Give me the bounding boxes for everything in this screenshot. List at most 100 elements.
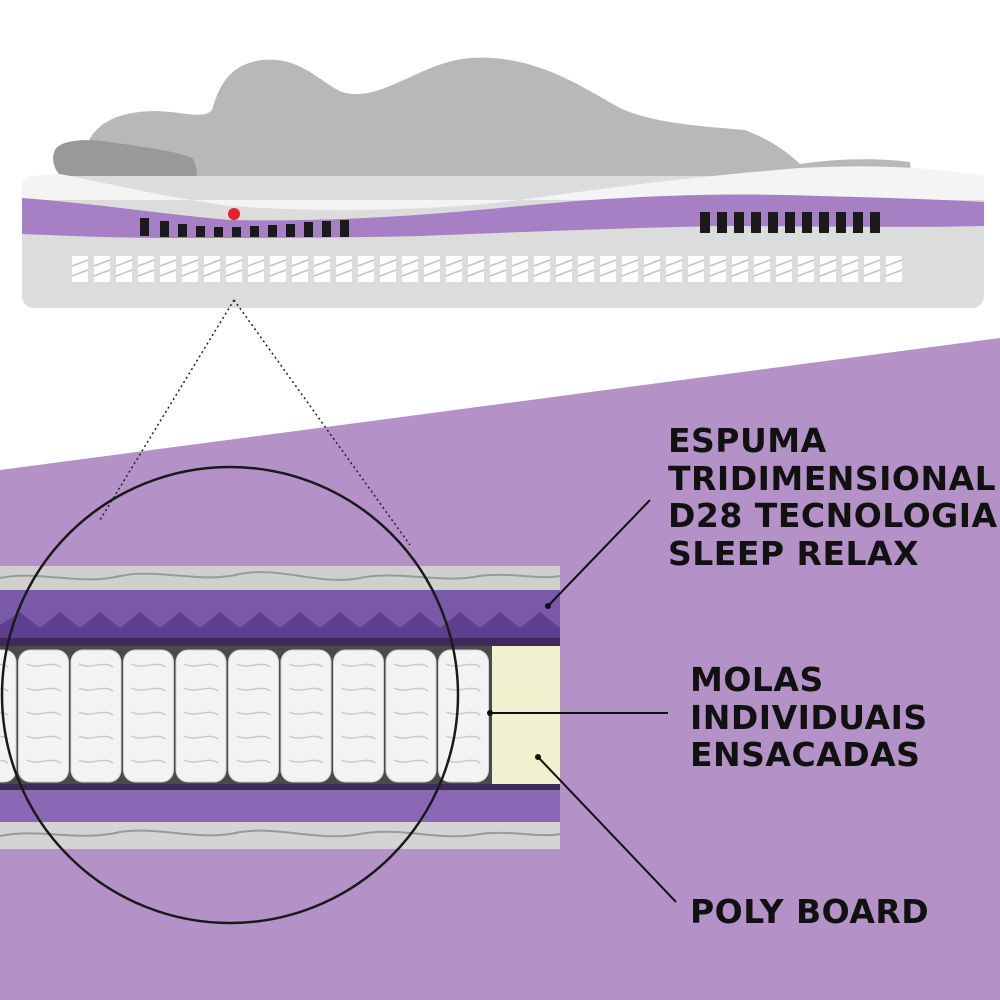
label-molas-line-3: ENSACADAS xyxy=(690,735,921,774)
pressure-point-dot xyxy=(228,208,240,220)
spring-coil-line xyxy=(335,259,353,277)
pocket-spring-fold xyxy=(26,687,61,692)
spring-coil-line xyxy=(137,259,155,277)
spring-coil-line xyxy=(863,259,881,277)
spring-coil-line xyxy=(577,259,595,277)
spring-coil-line xyxy=(71,259,89,277)
spring-cell xyxy=(798,256,814,282)
pocket-spring-fold xyxy=(393,735,429,740)
pocket-spring-fold xyxy=(341,663,376,668)
pocket-spring-fold xyxy=(78,735,114,740)
spring-coil-line xyxy=(291,259,309,277)
spring-coil-line xyxy=(709,259,727,277)
spring-cell xyxy=(776,256,792,282)
spring-cell xyxy=(622,256,638,282)
magnifier-circle xyxy=(0,465,460,925)
pocket-spring-fold xyxy=(288,759,324,764)
cross-section xyxy=(0,566,560,849)
pocket-spring-fold xyxy=(131,663,166,668)
spring-coil-line xyxy=(621,259,639,277)
mattress-purple-layer xyxy=(22,194,984,238)
spring-coil-line xyxy=(841,259,859,277)
spring-cell xyxy=(336,256,352,282)
foam-profile xyxy=(0,612,560,640)
spring-cell xyxy=(578,256,594,282)
spring-coil-line xyxy=(775,259,793,277)
pocket-spring-fold xyxy=(288,735,324,740)
pocket-spring-fold xyxy=(26,711,61,716)
spring-coil-line xyxy=(885,259,903,277)
label-molas-line-2: INDIVIDUAIS xyxy=(690,697,928,737)
spring-coil-line xyxy=(797,259,815,277)
pocket-spring-fold xyxy=(0,663,9,668)
pocket-spring-fold xyxy=(0,711,9,716)
spring-cell xyxy=(424,256,440,282)
spring-cell xyxy=(490,256,506,282)
spring-coil-line xyxy=(357,259,375,277)
pocket-spring-fold xyxy=(26,663,61,668)
pocket-spring-fold xyxy=(446,663,481,668)
spring-coil-line xyxy=(731,259,749,277)
spring-coil-line xyxy=(819,259,837,277)
pocket-spring-fold xyxy=(183,759,219,764)
spring-cell xyxy=(842,256,858,282)
pocket-spring-fold xyxy=(183,711,219,716)
pocket-spring-fold xyxy=(393,663,429,668)
label-poly-board: POLY BOARD xyxy=(690,893,929,930)
zoom-lines xyxy=(99,299,411,546)
pocket-spring-fold xyxy=(131,759,166,764)
pocket-spring-fold xyxy=(288,687,324,692)
spring-coil-line xyxy=(511,259,529,277)
spring-cell xyxy=(358,256,374,282)
spring-coil-line xyxy=(181,259,199,277)
spring-cell xyxy=(270,256,286,282)
pocket-spring xyxy=(438,649,489,783)
pocket-spring xyxy=(123,649,174,783)
spring-cell xyxy=(380,256,396,282)
spring-cell xyxy=(754,256,770,282)
pocket-spring-fold xyxy=(446,687,481,692)
spring-cell xyxy=(204,256,220,282)
spring-coil-line xyxy=(115,259,133,277)
pocket-spring-fold xyxy=(0,759,9,764)
pocket-spring-fold xyxy=(236,735,271,740)
pocket-spring-fold xyxy=(288,711,324,716)
spring-cell xyxy=(248,256,264,282)
pocket-spring-fold xyxy=(131,687,166,692)
spring-cell xyxy=(160,256,176,282)
label-poly-line-1: POLY BOARD xyxy=(690,892,930,931)
pocket-spring-fold xyxy=(183,735,219,740)
sleeper-silhouette xyxy=(60,57,912,182)
spring-cell xyxy=(886,256,902,282)
spring-cell xyxy=(182,256,198,282)
pocket-spring-fold xyxy=(341,711,376,716)
spring-coil-line xyxy=(533,259,551,277)
spring-cell xyxy=(116,256,132,282)
spring-coil-line xyxy=(489,259,507,277)
spring-cell xyxy=(292,256,308,282)
pocket-spring-fold xyxy=(236,711,271,716)
label-espuma-tridimensional: ESPUMA TRIDIMENSIONAL D28 TECNOLOGIA SLE… xyxy=(668,422,998,572)
spring-coil-line xyxy=(269,259,287,277)
pocket-spring-fold xyxy=(341,759,376,764)
spring-coil-line xyxy=(445,259,463,277)
spring-coil-line xyxy=(665,259,683,277)
spring-coil-line xyxy=(687,259,705,277)
pocket-spring xyxy=(280,649,332,783)
label-espuma-line-3: D28 TECNOLOGIA xyxy=(668,496,998,535)
spring-cell xyxy=(446,256,462,282)
pocket-spring xyxy=(18,649,69,783)
spring-cell xyxy=(72,256,88,282)
spring-coil-line xyxy=(599,259,617,277)
spring-cell xyxy=(864,256,880,282)
spring-cell xyxy=(600,256,616,282)
pocket-spring-fold xyxy=(26,735,61,740)
pocket-spring-fold xyxy=(78,759,114,764)
spring-coil-line xyxy=(753,259,771,277)
label-espuma-line-1: ESPUMA xyxy=(668,421,827,460)
pocket-spring-fold xyxy=(78,663,114,668)
spring-cell xyxy=(94,256,110,282)
pocket-spring-fold xyxy=(131,711,166,716)
pocket-spring-fold xyxy=(236,663,271,668)
